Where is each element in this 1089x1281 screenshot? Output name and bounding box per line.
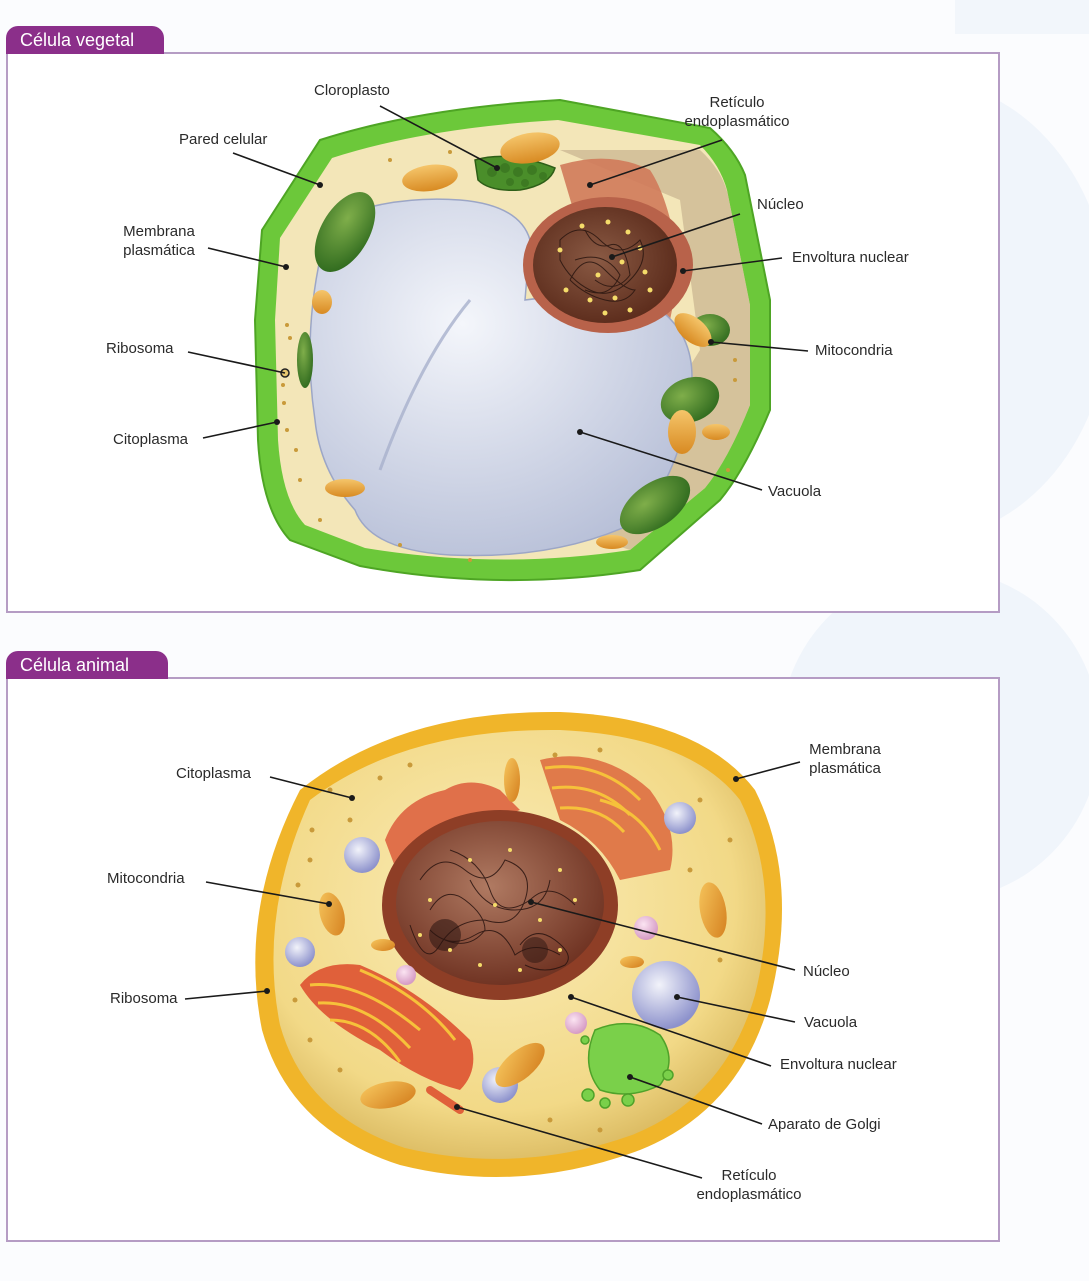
animal-label-vacuola: Vacuola [804,1014,858,1031]
plant-label-pared-celular: Pared celular [179,131,268,148]
animal-label-aparato-golgi: Aparato de Golgi [768,1116,881,1133]
animal-label-reticulo-line1: Retículo [721,1167,777,1184]
animal-label-reticulo-endoplasmatico: Retículo endoplasmático [688,1166,810,1204]
animal-label-membrana-line1: Membrana [809,741,881,758]
plant-label-citoplasma: Citoplasma [113,431,189,448]
plant-label-vacuola: Vacuola [768,483,822,500]
plant-label-membrana-line2: plasmática [123,242,195,259]
animal-label-nucleo: Núcleo [803,963,850,980]
plant-label-cloroplasto: Cloroplasto [314,82,390,99]
animal-label-membrana-line2: plasmática [809,760,881,777]
animal-label-envoltura-nuclear: Envoltura nuclear [780,1056,897,1073]
animal-label-citoplasma: Citoplasma [176,765,252,782]
plant-label-reticulo-line1: Retículo [709,94,765,111]
plant-label-mitocondria: Mitocondria [815,342,893,359]
animal-label-membrana-plasmatica: Membrana plasmática [802,740,888,778]
background-band [955,0,1089,34]
animal-label-ribosoma: Ribosoma [110,990,178,1007]
animal-label-reticulo-line2: endoplasmático [696,1186,802,1203]
plant-label-reticulo-endoplasmatico: Retículo endoplasmático [676,93,798,131]
plant-label-membrana-plasmatica: Membrana plasmática [116,222,202,260]
plant-cell-title-tab: Célula vegetal [6,26,164,54]
plant-label-membrana-line1: Membrana [123,223,195,240]
animal-cell-title-tab: Célula animal [6,651,168,679]
plant-cell-panel [6,52,1000,613]
plant-label-ribosoma: Ribosoma [106,340,174,357]
plant-label-envoltura-nuclear: Envoltura nuclear [792,249,909,266]
plant-label-reticulo-line2: endoplasmático [684,113,790,130]
plant-label-nucleo: Núcleo [757,196,804,213]
animal-label-mitocondria: Mitocondria [107,870,185,887]
